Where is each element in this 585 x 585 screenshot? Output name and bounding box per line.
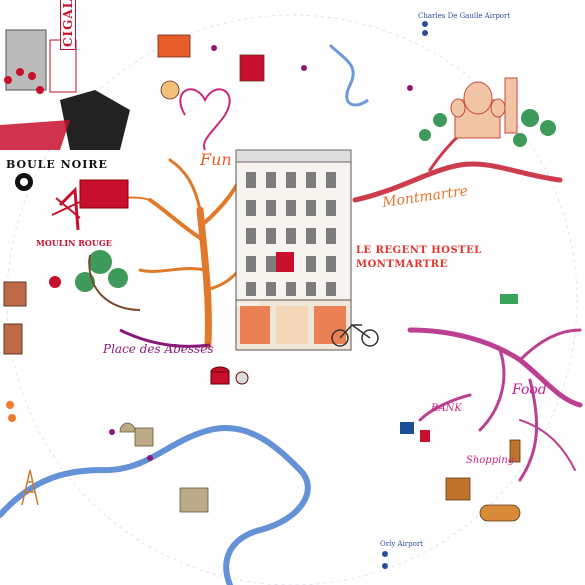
bank-label: BANK <box>431 403 462 414</box>
hotel-title-line2: MONTMARTRE <box>356 259 448 270</box>
eiffel-tower-icon <box>21 469 39 506</box>
place-abbesses-label: Place des Abesses <box>103 342 214 356</box>
boule-noire-label: BOULE NOIRE <box>6 158 108 171</box>
fun-label: Fun <box>200 150 232 169</box>
left-landmarks <box>0 29 130 231</box>
bottom-right-shops <box>445 439 521 522</box>
hotel-sign: HOSTEL <box>236 302 260 308</box>
bank-icons <box>400 422 430 442</box>
central-tree-icon <box>109 158 252 349</box>
trees-right <box>419 109 556 147</box>
map-border-circle <box>6 14 578 585</box>
hotel-title-line1: LE REGENT HOSTEL <box>356 245 482 256</box>
pharmacy-sign <box>500 294 518 304</box>
abbesses-branch <box>119 328 211 348</box>
cdg-airport-label: Charles De Gaulle Airport <box>418 12 511 20</box>
shopping-label: Shopping <box>466 455 515 466</box>
drum-kit-icon <box>210 366 249 385</box>
sacre-coeur-icon <box>450 77 518 139</box>
park-trees <box>49 250 128 292</box>
airport-markers <box>382 21 428 569</box>
top-shops <box>157 34 265 100</box>
monuments-bottom <box>119 422 209 513</box>
food-branch <box>407 327 583 482</box>
hostel-building-icon <box>235 149 352 351</box>
food-label: Food <box>512 382 547 398</box>
cigale-label: CIGALE <box>60 0 76 50</box>
river-top <box>328 43 369 107</box>
orly-airport-label: Orly Airport <box>380 540 423 548</box>
top-dots <box>211 45 413 91</box>
seine-river <box>0 425 311 585</box>
bicycle-icon <box>331 324 379 347</box>
top-pink-art <box>179 88 231 151</box>
moulin-rouge-label: MOULIN ROUGE <box>36 238 112 248</box>
